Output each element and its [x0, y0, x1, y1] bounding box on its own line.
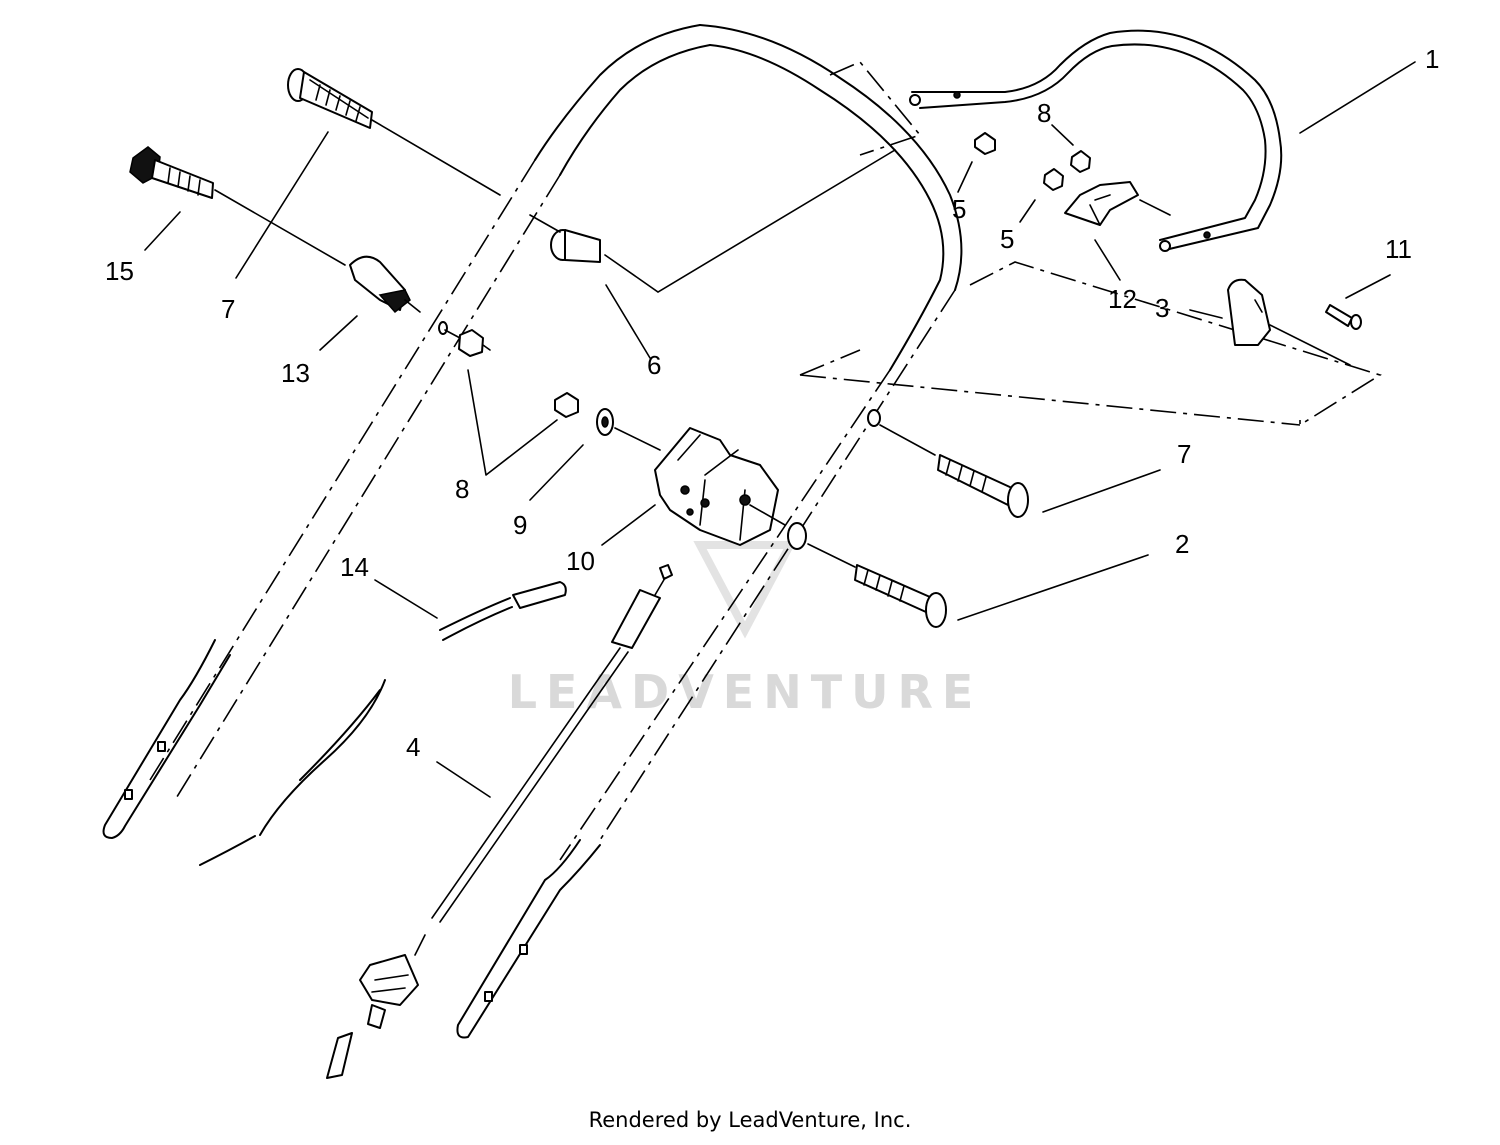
carriage-bolt-right [867, 409, 1029, 518]
control-bracket [654, 427, 786, 546]
alignment-frame [799, 61, 1382, 427]
callout-9: 9 [513, 510, 527, 540]
control-cable [199, 564, 673, 1079]
callout-6: 6 [647, 350, 661, 380]
footer-credit: Rendered by LeadVenture, Inc. [588, 1108, 912, 1132]
callout-15: 15 [105, 256, 134, 286]
callout-11: 11 [1385, 234, 1412, 264]
callout-12: 12 [1108, 284, 1137, 314]
leader-lines [144, 61, 1416, 798]
callout-2: 2 [1175, 529, 1189, 559]
callouts: 1 2 3 4 5 5 6 7 7 8 8 9 10 11 12 13 14 1… [105, 44, 1439, 762]
callout-7a: 7 [221, 294, 235, 324]
wire-terminal [439, 581, 567, 641]
carriage-bolt-2 [787, 522, 947, 628]
callout-14: 14 [340, 552, 369, 582]
cable-guide [349, 255, 421, 314]
callout-7b: 7 [1177, 439, 1191, 469]
washer [596, 408, 661, 451]
callout-1: 1 [1425, 44, 1439, 74]
upper-hardware [974, 132, 1362, 366]
callout-5a: 5 [952, 194, 966, 224]
callout-8a: 8 [1037, 98, 1051, 128]
callout-3: 3 [1155, 293, 1169, 323]
callout-13: 13 [281, 358, 310, 388]
hex-bolt [129, 146, 346, 266]
watermark-text: LEADVENTURE [508, 665, 983, 719]
spacer [529, 149, 896, 293]
lower-handle-right [456, 24, 963, 1039]
callout-4: 4 [406, 732, 420, 762]
carriage-bolt-top [287, 68, 501, 196]
upper-handle-part [909, 29, 1283, 252]
callout-10: 10 [566, 546, 595, 576]
callout-8b: 8 [455, 474, 469, 504]
lower-handle-left [102, 24, 711, 839]
nut-left [438, 321, 491, 357]
callout-5b: 5 [1000, 224, 1014, 254]
watermark: LEADVENTURE [508, 541, 983, 719]
nut-center [554, 392, 579, 418]
